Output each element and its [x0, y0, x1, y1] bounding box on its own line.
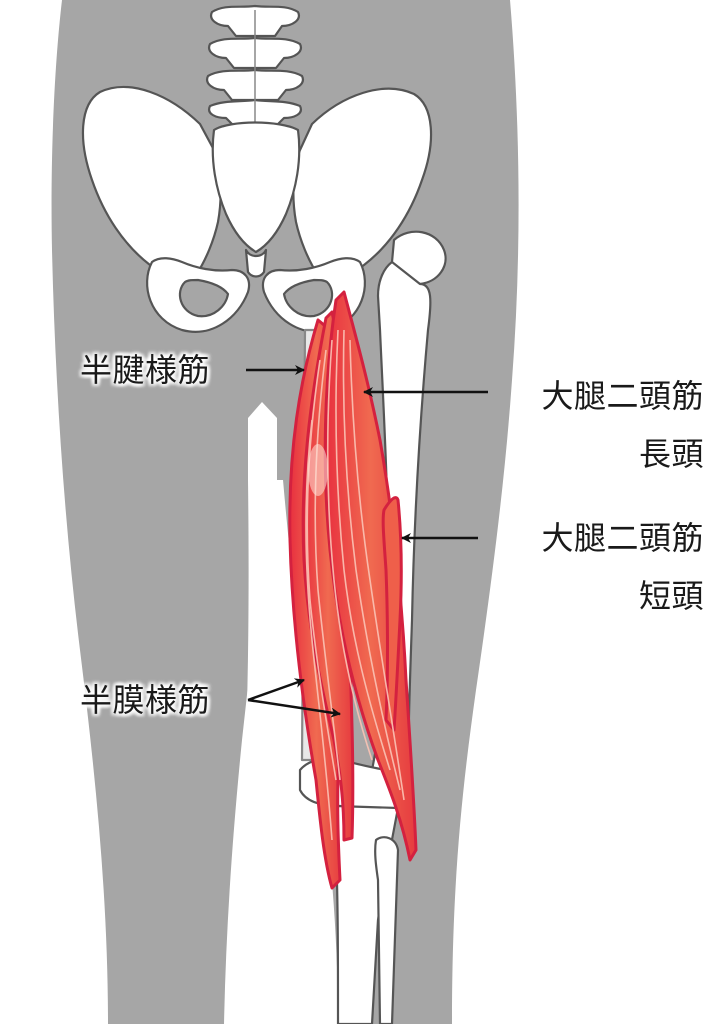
- label-biceps-femoris-long-head-line1: 大腿二頭筋: [541, 377, 704, 415]
- muscle-highlight: [308, 444, 328, 496]
- label-biceps-femoris-short-head-line1: 大腿二頭筋: [541, 519, 704, 557]
- label-biceps-femoris-long-head-line2: 長頭: [638, 435, 704, 473]
- lumbar-spine: [206, 4, 304, 130]
- coccyx: [244, 248, 268, 278]
- label-semimembranosus: 半膜様筋: [80, 681, 211, 719]
- label-biceps-femoris-short-head-line2: 短頭: [638, 577, 704, 615]
- arrow-icon-semimembranosus-b: [247, 698, 341, 718]
- pelvis-left-ilium: [81, 85, 222, 280]
- sacrum: [211, 121, 301, 254]
- inner-thigh-gap: [240, 402, 277, 1024]
- muscle-fibers: [305, 329, 405, 841]
- pelvis-right-ilium: [292, 87, 433, 280]
- label-semitendinosus: 半腱様筋: [80, 351, 211, 389]
- left-obturator-foramen: [178, 278, 230, 318]
- biceps-femoris-short-head-muscle: [381, 496, 403, 732]
- right-obturator-foramen: [282, 278, 334, 318]
- pointer-arrows: [246, 365, 488, 718]
- arrow-icon-semimembranosus-a: [247, 678, 305, 702]
